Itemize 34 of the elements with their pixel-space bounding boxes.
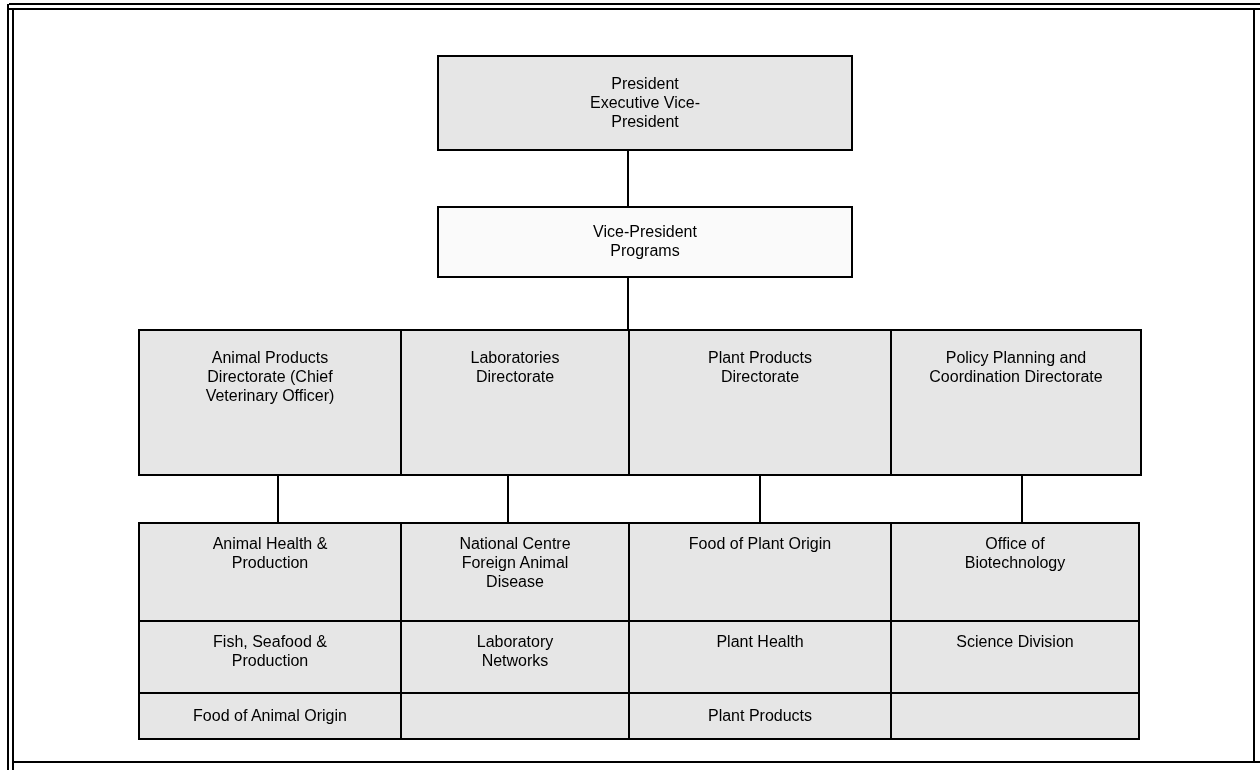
unit-cell <box>400 620 630 694</box>
unit-label: Animal Health & Production <box>211 534 329 572</box>
unit-label: Policy Planning and Coordination Directorate <box>928 348 1104 386</box>
connector-line <box>277 475 279 523</box>
unit-cell <box>628 522 892 622</box>
unit-label: Plant Health <box>715 632 805 651</box>
connector-line <box>627 277 629 330</box>
unit-cell <box>138 692 402 740</box>
connector-line <box>627 150 629 207</box>
unit-label: Food of Plant Origin <box>687 534 833 553</box>
unit-cell <box>138 522 402 622</box>
unit-label: Plant Products <box>706 706 814 725</box>
unit-cell <box>628 692 892 740</box>
unit-label: Science Division <box>955 632 1075 651</box>
connector-line <box>1021 475 1023 523</box>
unit-cell <box>400 522 630 622</box>
unit-label: Office of Biotechnology <box>963 534 1067 572</box>
unit-label: Food of Animal Origin <box>192 706 348 725</box>
unit-label: President Executive Vice-President <box>589 74 701 131</box>
connector-line <box>759 475 761 523</box>
unit-label: National Centre Foreign Animal Disease <box>458 534 572 591</box>
connector-line <box>507 475 509 523</box>
unit-label: Animal Products Directorate (Chief Veterinary Officer) <box>204 348 336 405</box>
unit-label: Laboratories Directorate <box>469 348 561 386</box>
unit-label: Laboratory Networks <box>475 632 555 670</box>
unit-cell <box>628 620 892 694</box>
unit-label: Fish, Seafood & Production <box>212 632 328 670</box>
unit-label: Plant Products Directorate <box>706 348 814 386</box>
unit-cell <box>138 620 402 694</box>
unit-cell <box>890 620 1140 694</box>
vice-president-box <box>437 206 853 278</box>
unit-cell <box>890 522 1140 622</box>
executive-box <box>437 55 853 151</box>
unit-label: Vice-President Programs <box>592 222 698 260</box>
